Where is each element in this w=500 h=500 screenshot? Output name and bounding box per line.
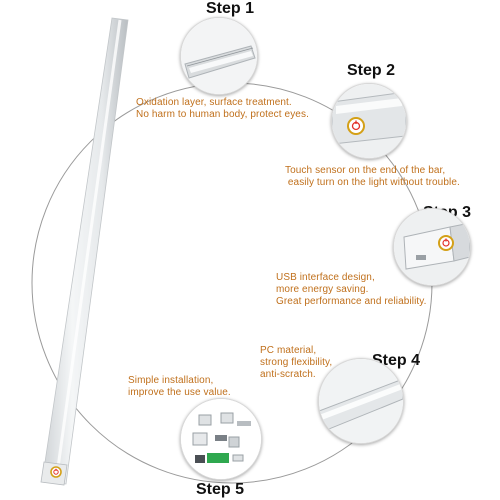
bar-power-button-icon bbox=[50, 466, 62, 478]
step-1-detail-image bbox=[180, 17, 258, 95]
usb-end-cap-icon bbox=[394, 209, 470, 285]
step-5-detail-image bbox=[180, 398, 262, 480]
step-2-description: Touch sensor on the end of the bar, easi… bbox=[285, 165, 460, 188]
pc-diffuser-cover-icon bbox=[319, 359, 403, 443]
mounting-accessories-icon bbox=[181, 399, 261, 479]
step-4-description: PC material, strong flexibility, anti-sc… bbox=[260, 345, 333, 380]
step-5-title: Step 5 bbox=[196, 481, 245, 498]
step-2-detail-image bbox=[331, 83, 407, 159]
step-5-description: Simple installation, improve the use val… bbox=[128, 375, 231, 398]
touch-power-button-icon bbox=[332, 84, 406, 158]
step-4-detail-image bbox=[318, 358, 404, 444]
profile-edge-closeup-icon bbox=[181, 18, 257, 94]
step-3-description: USB interface design, more energy saving… bbox=[276, 272, 427, 307]
step-1-description: Oxidation layer, surface treatment. No h… bbox=[136, 97, 309, 120]
step-3-detail-image bbox=[393, 208, 471, 286]
step-1-title: Step 1 bbox=[206, 0, 255, 17]
step-2-title: Step 2 bbox=[347, 62, 396, 79]
